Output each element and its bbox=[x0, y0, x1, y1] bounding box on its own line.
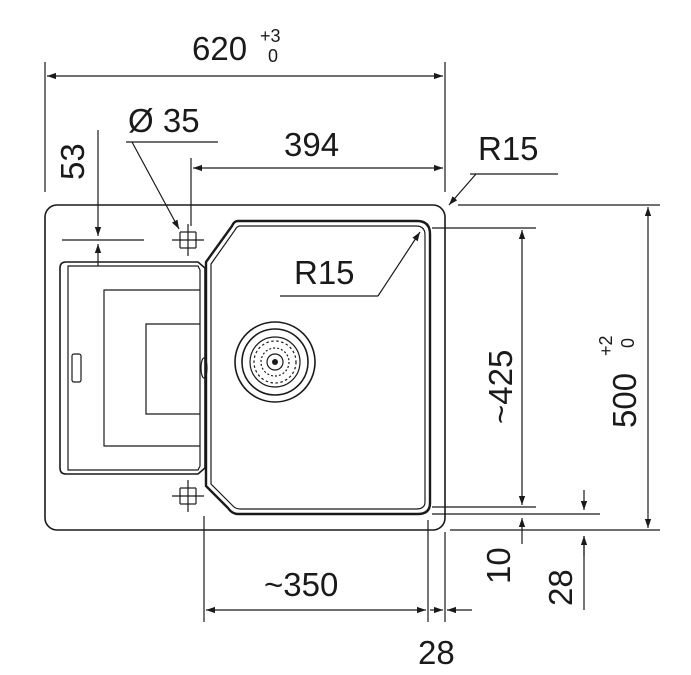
drainer-rib-outer bbox=[103, 289, 200, 447]
dim-tap-hole-offset: 53 bbox=[54, 130, 144, 266]
dim-overall-width: 620 +3 0 bbox=[44, 26, 446, 192]
drainer-rib-inner bbox=[145, 323, 200, 415]
bowl-inner-edge bbox=[210, 225, 426, 510]
dim-bottom-margin-b: 28 bbox=[542, 490, 588, 610]
waste-strainer-icon bbox=[234, 321, 316, 403]
corner-radius-outer-label: R15 bbox=[478, 130, 539, 167]
bottom-margin-b-value: 28 bbox=[542, 569, 579, 606]
drainer-outline bbox=[59, 261, 206, 475]
tap-hole-offset-value: 53 bbox=[54, 143, 91, 180]
bottom-margin-a-value: 10 bbox=[480, 547, 517, 584]
corner-radius-bowl-label: R15 bbox=[294, 254, 355, 291]
overall-width-tol-lower: 0 bbox=[268, 46, 278, 66]
bowl-outline bbox=[204, 219, 432, 516]
dim-bowl-width: 394 bbox=[190, 126, 443, 226]
dim-corner-radius-bowl: R15 bbox=[280, 231, 421, 297]
dim-bottom-margin-a: 10 bbox=[432, 513, 600, 584]
tap-hole-marker-top bbox=[172, 224, 204, 256]
drainer-width-value: ~350 bbox=[264, 566, 338, 603]
overall-depth-tol-lower: 0 bbox=[618, 338, 638, 348]
dim-bowl-depth: ~425 bbox=[432, 227, 536, 508]
overall-depth-value: 500 bbox=[606, 373, 643, 428]
bowl-depth-value: ~425 bbox=[482, 350, 519, 424]
dim-tap-hole-diameter: Ø 35 bbox=[126, 102, 218, 230]
right-margin-value: 28 bbox=[418, 634, 455, 671]
bowl-width-value: 394 bbox=[284, 126, 339, 163]
dim-drainer-width: ~350 bbox=[203, 516, 429, 622]
overall-width-tol-upper: +3 bbox=[260, 26, 281, 46]
dim-corner-radius-outer: R15 bbox=[448, 130, 558, 206]
overall-width-value: 620 bbox=[192, 30, 247, 67]
tap-hole-marker-bottom bbox=[172, 480, 204, 512]
sink-outline bbox=[44, 204, 446, 531]
overall-depth-tol-upper: +2 bbox=[596, 335, 616, 356]
dim-right-margin: 28 bbox=[418, 532, 472, 671]
dim-overall-depth: 500 +2 0 bbox=[450, 204, 660, 531]
tap-hole-diameter-label: Ø 35 bbox=[128, 102, 200, 139]
drainer-inner-edge bbox=[67, 265, 201, 471]
drainer-slot bbox=[71, 353, 82, 383]
